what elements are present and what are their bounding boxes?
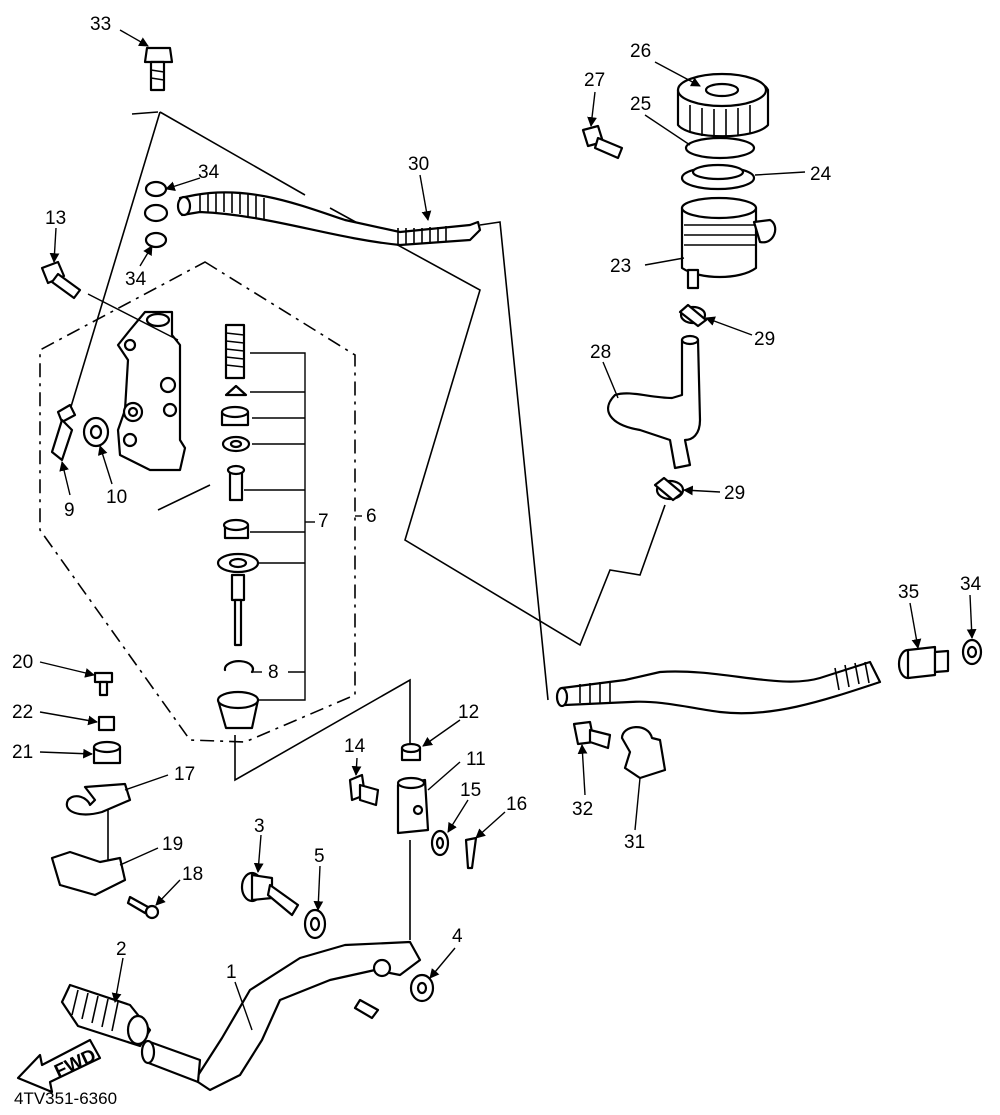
callout-23: 23 xyxy=(610,256,631,277)
callout-15: 15 xyxy=(460,780,481,801)
boot xyxy=(216,690,260,730)
cap-10 xyxy=(82,416,110,448)
washer-34b xyxy=(143,203,169,223)
callout-32: 32 xyxy=(572,799,593,820)
bracket-19 xyxy=(50,850,127,897)
connect-line-hose-zigzag xyxy=(329,207,666,647)
callout-3: 3 xyxy=(254,816,265,837)
callout-numbers: 1 2 3 4 5 6 7 8 9 10 11 12 13 14 15 16 1… xyxy=(12,14,982,983)
callout-5: 5 xyxy=(314,846,325,867)
washer-34c xyxy=(144,231,168,249)
callout-14: 14 xyxy=(344,736,366,757)
bolt-32 xyxy=(572,720,612,750)
washer-4 xyxy=(409,973,435,1003)
clamp-29a xyxy=(678,303,708,328)
bolt-13 xyxy=(40,260,82,300)
washer-34a xyxy=(144,180,168,198)
hose-30 xyxy=(176,191,482,247)
pivot-bolt-3 xyxy=(240,871,300,917)
callout-17: 17 xyxy=(174,764,195,785)
hose-28 xyxy=(607,334,702,470)
callout-8: 8 xyxy=(268,662,279,683)
washer-34-right xyxy=(961,638,983,666)
callout-29a: 29 xyxy=(754,329,775,350)
callout-34a: 34 xyxy=(198,162,220,183)
callout-7: 7 xyxy=(318,511,329,532)
clevis-11 xyxy=(396,776,430,835)
washer-5 xyxy=(303,908,327,940)
connect-line-hose-to-reservoir xyxy=(479,221,549,701)
collar-22 xyxy=(97,715,116,732)
callout-10: 10 xyxy=(106,487,127,508)
cotter-16 xyxy=(464,836,478,870)
clamp-17 xyxy=(65,782,132,816)
fwd-arrow: FWD xyxy=(16,1038,102,1094)
callout-1: 1 xyxy=(226,962,237,983)
brake-pedal-1 xyxy=(140,940,422,1092)
callout-19: 19 xyxy=(162,834,183,855)
clamp-31 xyxy=(620,726,667,780)
callout-33: 33 xyxy=(90,14,111,35)
callout-6: 6 xyxy=(366,506,377,527)
callout-26: 26 xyxy=(630,41,651,62)
callout-27: 27 xyxy=(584,70,605,91)
callout-2: 2 xyxy=(116,939,127,960)
piston-kit-7 xyxy=(216,323,260,647)
nut-12 xyxy=(400,742,422,762)
callout-11: 11 xyxy=(466,749,486,770)
bolt-27 xyxy=(581,124,624,160)
diaphragm-24 xyxy=(680,163,756,191)
bolt-33 xyxy=(143,46,174,92)
grommet-21 xyxy=(92,740,122,765)
callout-12: 12 xyxy=(458,702,479,723)
callout-35: 35 xyxy=(898,582,919,603)
callout-16: 16 xyxy=(506,794,527,815)
clamp-29b xyxy=(653,476,685,502)
washer-15 xyxy=(430,829,450,857)
adapter-35 xyxy=(897,645,950,680)
callout-21: 21 xyxy=(12,742,33,763)
hose-assembly xyxy=(555,660,882,715)
screw-18 xyxy=(126,895,160,920)
plate-25 xyxy=(684,136,756,160)
connect-line-bolt-to-cylinder xyxy=(69,111,306,511)
callout-4: 4 xyxy=(452,926,463,947)
callout-22: 22 xyxy=(12,702,33,723)
callout-20: 20 xyxy=(12,652,33,673)
bleeder-9 xyxy=(50,403,77,462)
callout-29b: 29 xyxy=(724,483,745,504)
callout-30: 30 xyxy=(408,154,429,175)
callout-31: 31 xyxy=(624,832,645,853)
callout-18: 18 xyxy=(182,864,203,885)
callout-34c: 34 xyxy=(960,574,982,595)
footrest-rubber-2 xyxy=(60,983,152,1048)
reservoir-tank-23 xyxy=(680,196,777,290)
diagram-code: 4TV351-6360 xyxy=(14,1089,117,1108)
master-cylinder-body xyxy=(116,310,187,472)
callout-34b: 34 xyxy=(125,269,147,290)
callout-24: 24 xyxy=(810,164,832,185)
screw-20 xyxy=(93,671,114,697)
callout-9: 9 xyxy=(64,500,75,521)
assembly-6-outline xyxy=(39,261,356,743)
pin-14 xyxy=(348,773,380,807)
connect-line-rod-to-clevis xyxy=(234,678,411,940)
callout-28: 28 xyxy=(590,342,611,363)
leader-lines xyxy=(39,29,977,1031)
callout-25: 25 xyxy=(630,94,651,115)
callout-13: 13 xyxy=(45,208,66,229)
reservoir-cap-26 xyxy=(676,72,770,138)
circlip-8 xyxy=(223,660,254,674)
